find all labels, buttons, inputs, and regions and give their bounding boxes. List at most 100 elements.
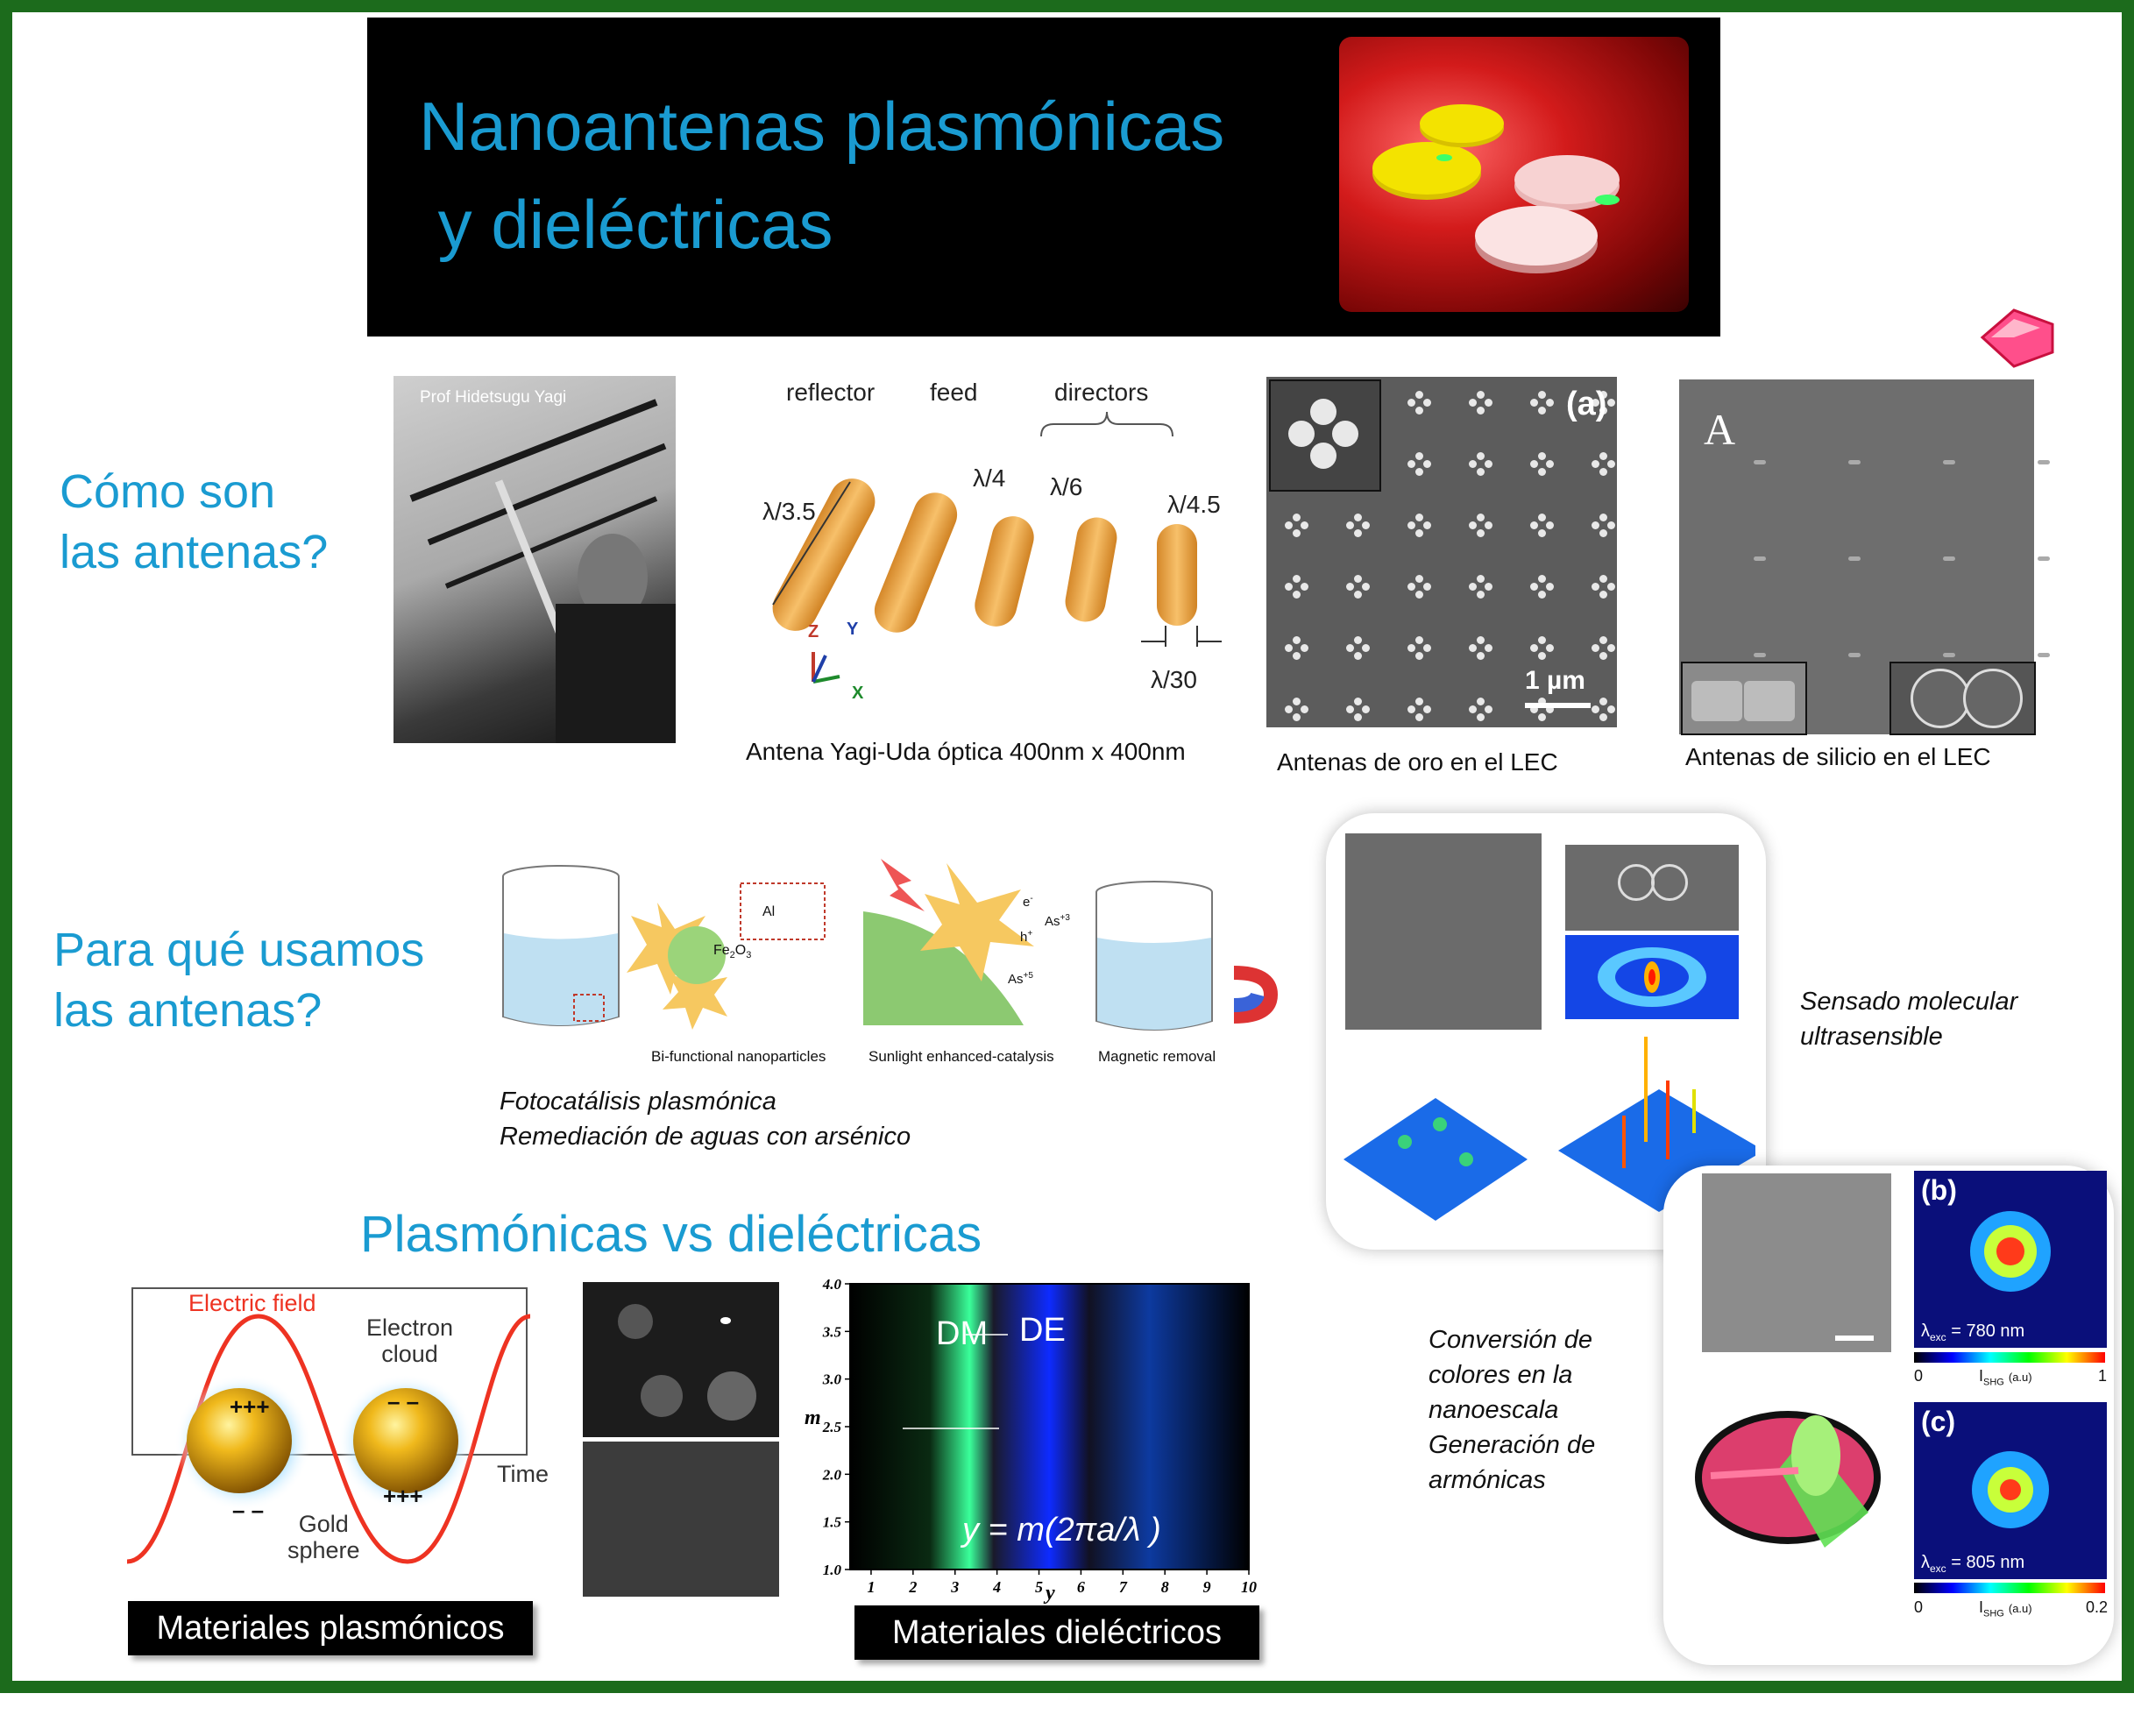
gold-nanodisk: [1415, 713, 1423, 721]
x-tick-label: 8: [1161, 1578, 1169, 1596]
gold-nanodisk: [1592, 583, 1599, 591]
y-tick-label: 3.5: [822, 1323, 842, 1340]
gold-nanodisk: [1423, 644, 1431, 652]
gold-nanodisk: [1415, 407, 1423, 415]
chart-xlabel: y: [1046, 1582, 1055, 1605]
y-tick-label: 4.0: [822, 1276, 842, 1293]
gold-nanodisk: [1301, 705, 1308, 713]
gold-nanodisk: [1538, 514, 1546, 521]
silicon-dimer: [1754, 460, 1766, 464]
gold-nanodisk: [1293, 591, 1301, 599]
silicon-dimer: [2038, 653, 2050, 657]
label-bifunctional: Bi-functional nanoparticles: [651, 1048, 826, 1065]
gold-nanodisk: [1423, 460, 1431, 468]
gold-nanodisk: [1477, 652, 1485, 660]
gold-nanodisk: [1285, 644, 1293, 652]
yagi-caption: Antena Yagi-Uda óptica 400nm x 400nm: [746, 738, 1186, 765]
gold-nanodisk: [1599, 452, 1607, 460]
gold-nanodisk: [1546, 705, 1554, 713]
gold-nanodisk: [1354, 652, 1362, 660]
gold-nanodisk: [1530, 399, 1538, 407]
silicon-dimer: [1848, 556, 1861, 561]
gold-nanodisk: [1538, 391, 1546, 399]
shg-map-c: (c) λexc = 805 nm: [1914, 1402, 2107, 1579]
gold-nanodisk: [1599, 591, 1607, 599]
gold-nanodisk: [1362, 705, 1370, 713]
silicon-antenna-sem: A: [1679, 379, 2050, 735]
chem-fe2o3: Fe2O3: [713, 943, 752, 961]
gold-nanodisk: [1477, 575, 1485, 583]
gold-sphere-label: Gold sphere: [287, 1511, 360, 1563]
gold-nanodisk: [1354, 591, 1362, 599]
colorbar-b: [1914, 1352, 2105, 1363]
colorbar-c: [1914, 1583, 2105, 1593]
gold-nanodisk: [1530, 460, 1538, 468]
gold-nanodisk: [1423, 705, 1431, 713]
gold-nanodisk: [1415, 652, 1423, 660]
gold-nanodisk: [1530, 583, 1538, 591]
chem-hole: h+: [1020, 929, 1033, 945]
label-feed: feed: [930, 379, 978, 406]
gold-nanodisk: [1599, 529, 1607, 537]
gold-nanodisk: [1477, 529, 1485, 537]
silicon-dimer: [1848, 460, 1861, 464]
x-tick-label: 2: [908, 1578, 917, 1596]
label-sunlight: Sunlight enhanced-catalysis: [868, 1048, 1054, 1065]
y-tick-label: 1.5: [823, 1514, 842, 1531]
bottom-margin: [0, 1687, 2134, 1736]
gold-nanodisk: [1469, 644, 1477, 652]
size-reflector: λ/3.5: [762, 498, 816, 525]
gold-nanodisk: [1538, 575, 1546, 583]
yagi-photo: Prof Hidetsugu Yagi: [393, 376, 676, 745]
gold-nanodisk: [1599, 514, 1607, 521]
time-label: Time: [497, 1461, 549, 1487]
gold-nanodisk: [1285, 705, 1293, 713]
gold-nanodisk: [1415, 514, 1423, 521]
axis-z: Z: [808, 622, 819, 641]
gold-nanodisk: [1415, 468, 1423, 476]
yagi-photo-label: Prof Hidetsugu Yagi: [420, 388, 567, 407]
label-directors: directors: [1054, 379, 1149, 406]
silicon-dimer: [1943, 460, 1955, 464]
gold-nanodisk: [1546, 583, 1554, 591]
annot-de: DE: [1019, 1312, 1066, 1349]
x-tick-label: 3: [950, 1578, 959, 1596]
gold-sem-inset: [1269, 379, 1381, 492]
gold-nanodisk: [1415, 391, 1423, 399]
silicon-panel-label: A: [1704, 405, 1736, 454]
gold-nanodisk: [1362, 583, 1370, 591]
x-tick-label: 5: [1035, 1578, 1043, 1596]
gold-nanodisk: [1423, 583, 1431, 591]
silicon-dimer: [2038, 556, 2050, 561]
gold-nanodisk: [1592, 460, 1599, 468]
gold-nanodisk: [1538, 407, 1546, 415]
gold-nanodisk: [1485, 399, 1492, 407]
colorbar-c-scale: 0 ISHG (a.u) 0.2: [1914, 1598, 2109, 1619]
gold-nanodisk: [1546, 460, 1554, 468]
chem-al: Al: [762, 904, 776, 919]
photocatalysis-diagram: Al Fe2O3 e- h+ As+3 As+5 Bi-functional n…: [491, 841, 1297, 1078]
gold-nanodisk: [1415, 636, 1423, 644]
gold-nanodisk: [1599, 407, 1607, 415]
electron-cloud-label: Electron cloud: [366, 1314, 454, 1367]
panel-c-label: (c): [1921, 1406, 1956, 1437]
gold-nanodisk: [1301, 644, 1308, 652]
gold-nanodisk: [1354, 698, 1362, 705]
gold-nanodisk: [1354, 514, 1362, 521]
silicon-dimer: [1754, 653, 1766, 657]
size-director-2: λ/4.5: [1167, 491, 1221, 518]
gold-nanodisk: [1354, 713, 1362, 721]
plasmonic-diagram: Electric field Electron cloud Time Gold …: [126, 1281, 565, 1598]
plasmonic-label-bar: Materiales plasmónicos: [128, 1601, 533, 1655]
gold-nanodisk: [1301, 583, 1308, 591]
silicon-inset-side: [1681, 662, 1807, 735]
gold-nanodisk: [1477, 514, 1485, 521]
gold-nanodisk: [1477, 713, 1485, 721]
silicon-caption: Antenas de silicio en el LEC: [1685, 743, 1991, 770]
size-width: λ/30: [1151, 666, 1197, 693]
gold-nanodisk: [1293, 636, 1301, 644]
gold-nanodisk: [1354, 575, 1362, 583]
gold-nanodisk: [1538, 652, 1546, 660]
gold-nanodisk: [1469, 399, 1477, 407]
